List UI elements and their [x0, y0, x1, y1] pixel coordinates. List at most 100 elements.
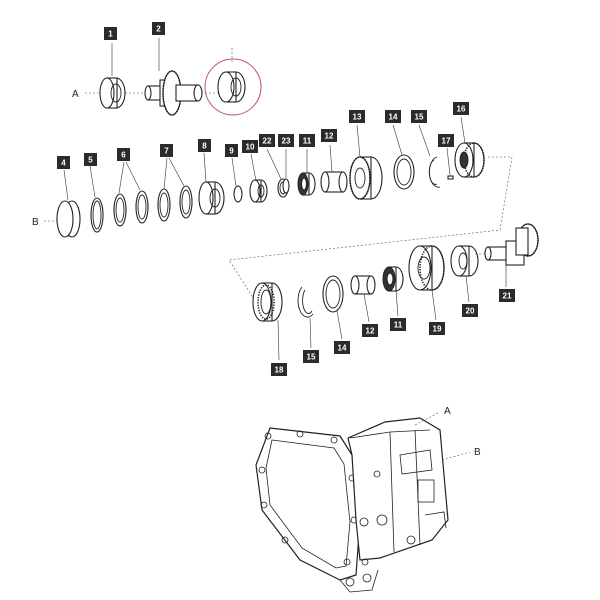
- svg-text:5: 5: [88, 156, 93, 165]
- callout-2: 2: [152, 22, 165, 35]
- leader-13: [356, 124, 361, 158]
- part-15-circlip-lower: [297, 286, 314, 318]
- svg-text:8: 8: [202, 142, 207, 151]
- svg-text:23: 23: [282, 137, 291, 146]
- svg-text:12: 12: [325, 132, 334, 141]
- part-3-bearing: [217, 71, 246, 103]
- leader-housing-b: [441, 451, 471, 461]
- leader-22: [266, 148, 282, 180]
- leader-15a: [418, 124, 431, 157]
- svg-text:4: 4: [61, 159, 66, 168]
- part-10-bearing: [249, 179, 268, 203]
- part-1-bearing: [99, 77, 126, 109]
- svg-text:20: 20: [466, 307, 475, 316]
- callout-1: 1: [104, 27, 117, 40]
- leader-6b: [125, 161, 141, 191]
- part-2-gear-shaft: [144, 70, 203, 116]
- callout-12-bottom: 12: [362, 324, 378, 337]
- label-a-housing: A: [444, 406, 451, 417]
- leader-5: [89, 165, 96, 198]
- svg-text:7: 7: [164, 147, 169, 156]
- svg-text:14: 14: [338, 344, 347, 353]
- callout-14-top: 14: [385, 110, 401, 123]
- part-12-sleeve: [320, 171, 348, 193]
- gearbox-housing: [255, 417, 449, 593]
- callout-15-top: 15: [411, 110, 427, 123]
- callout-22: 22: [259, 134, 275, 147]
- leader-18: [277, 319, 280, 361]
- leader-8: [203, 152, 207, 183]
- callout-20: 20: [462, 304, 478, 317]
- callout-15-bottom: 15: [303, 350, 319, 363]
- part-4-seal: [56, 200, 81, 238]
- svg-text:21: 21: [503, 292, 512, 301]
- svg-text:16: 16: [457, 105, 466, 114]
- callout-9: 9: [225, 144, 238, 157]
- leader-11b: [395, 290, 399, 317]
- part-9-ring: [233, 185, 243, 203]
- part-19-gear: [408, 245, 445, 291]
- svg-text:13: 13: [353, 113, 362, 122]
- callout-8: 8: [198, 139, 211, 152]
- callout-18: 18: [271, 363, 287, 376]
- part-18-synchro-ring: [252, 282, 283, 322]
- label-b-left: B: [32, 217, 39, 228]
- highlight-circle: [204, 58, 262, 116]
- leader-19: [431, 289, 437, 321]
- part-11-bearing: [297, 172, 316, 196]
- leader-16: [460, 116, 466, 144]
- svg-text:18: 18: [275, 366, 284, 375]
- callout-17: 17: [438, 134, 454, 147]
- svg-text:6: 6: [121, 151, 126, 160]
- leader-15b: [309, 317, 312, 349]
- leader-7a: [163, 157, 168, 190]
- callout-5: 5: [84, 153, 97, 166]
- part-15-circlip: [428, 156, 441, 188]
- assembly-connector-line: [228, 156, 513, 319]
- part-8-bearing: [198, 181, 225, 215]
- leader-10: [250, 153, 257, 182]
- svg-text:11: 11: [303, 137, 312, 146]
- svg-text:15: 15: [307, 353, 316, 362]
- leader-14b: [336, 310, 343, 340]
- svg-text:10: 10: [246, 143, 255, 152]
- part-17-pin: [447, 175, 454, 180]
- callout-10: 10: [242, 140, 258, 153]
- callout-21: 21: [499, 289, 515, 302]
- callout-6: 6: [117, 148, 130, 161]
- callout-4: 4: [57, 156, 70, 169]
- part-23-ring: [282, 178, 290, 194]
- svg-text:2: 2: [156, 25, 161, 34]
- leader-9: [231, 157, 237, 187]
- part-11-bearing-lower: [382, 266, 404, 292]
- svg-text:17: 17: [442, 137, 451, 146]
- svg-text:15: 15: [415, 113, 424, 122]
- leader-12a: [329, 144, 333, 173]
- leader-housing-a: [414, 411, 441, 426]
- part-12-sleeve-lower: [350, 275, 376, 295]
- svg-text:1: 1: [108, 30, 113, 39]
- label-a-top: A: [72, 89, 79, 100]
- callout-19: 19: [429, 322, 445, 335]
- svg-text:11: 11: [394, 321, 403, 330]
- leader-7b: [168, 157, 185, 187]
- label-b-housing: B: [474, 447, 481, 458]
- callout-13: 13: [349, 110, 365, 123]
- callout-23: 23: [278, 134, 294, 147]
- part-20-bearing: [450, 245, 479, 277]
- leader-12b: [363, 293, 370, 323]
- callout-11-bottom: 11: [390, 318, 406, 331]
- leader-6a: [118, 161, 125, 194]
- part-21-shaft: [475, 223, 539, 266]
- svg-text:22: 22: [263, 137, 272, 146]
- leader-4: [63, 169, 69, 201]
- leader-14a: [392, 124, 403, 156]
- callout-11-top: 11: [299, 134, 315, 147]
- svg-text:14: 14: [389, 113, 398, 122]
- svg-text:9: 9: [229, 147, 234, 156]
- part-13-gear: [349, 156, 383, 200]
- svg-text:12: 12: [366, 327, 375, 336]
- callout-7: 7: [160, 144, 173, 157]
- part-16-gear: [454, 142, 485, 178]
